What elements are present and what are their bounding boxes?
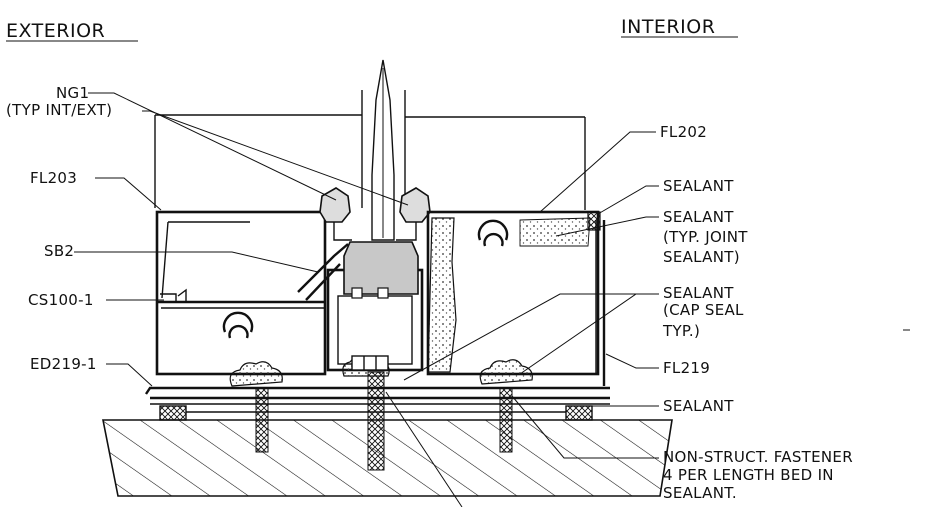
label-cs100: CS100-1 xyxy=(28,291,94,309)
leader-sealant-joint xyxy=(555,216,659,237)
leader-fastener xyxy=(511,395,659,459)
label-fl203: FL203 xyxy=(30,169,77,187)
leader-sealant-cap-b xyxy=(403,293,659,381)
fl202-frame xyxy=(426,210,606,386)
label-ed219: ED219-1 xyxy=(30,355,97,373)
substrate-hatched xyxy=(102,419,673,497)
interior-header: INTERIOR xyxy=(621,16,715,38)
glass-panels xyxy=(154,90,586,210)
leader-ng1-int xyxy=(142,110,409,206)
cap-seal-sealant xyxy=(229,355,533,387)
leader-sealant-cap-a xyxy=(519,293,659,375)
label-fl219: FL219 xyxy=(663,359,710,377)
label-sealant-joint-note: (TYP. JOINT xyxy=(663,228,748,246)
label-sealant-bottom: SEALANT xyxy=(663,397,734,415)
label-sb2: SB2 xyxy=(44,242,74,260)
leader-ed219 xyxy=(106,363,153,387)
label-sealant-cap-note-end: TYP.) xyxy=(662,322,700,340)
label-sealant-joint-note-end: SEALANT) xyxy=(663,248,740,266)
leader-sb2 xyxy=(74,251,319,273)
label-ng1: NG1 xyxy=(56,84,89,102)
label-fl202: FL202 xyxy=(660,123,707,141)
leader-fl202 xyxy=(539,131,656,213)
joint-sealant-fill xyxy=(519,217,591,247)
leader-fl219 xyxy=(605,353,659,369)
label-ng1-note: (TYP INT/EXT) xyxy=(6,101,112,119)
label-sealant-cap-note: (CAP SEAL xyxy=(663,301,744,319)
fasteners xyxy=(255,371,513,471)
foam-insert xyxy=(427,217,457,373)
label-fastener-note-end: SEALANT. xyxy=(663,484,737,502)
leader-fl203 xyxy=(95,177,162,211)
label-sealant-cap: SEALANT xyxy=(663,284,734,302)
exterior-header: EXTERIOR xyxy=(6,20,105,42)
label-fastener: NON-STRUCT. FASTENER xyxy=(663,448,853,466)
center-pocket xyxy=(297,241,424,372)
leader-sealant-top xyxy=(597,185,659,215)
label-sealant-top: SEALANT xyxy=(663,177,734,195)
glazing-gaskets xyxy=(319,187,431,241)
label-fastener-note: 4 PER LENGTH BED IN xyxy=(663,466,834,484)
leader-center-fastener xyxy=(385,391,463,508)
setting-block xyxy=(343,241,419,295)
leader-ng1 xyxy=(88,92,337,201)
label-sealant-joint: SEALANT xyxy=(663,208,734,226)
fl203-frame xyxy=(155,210,327,376)
